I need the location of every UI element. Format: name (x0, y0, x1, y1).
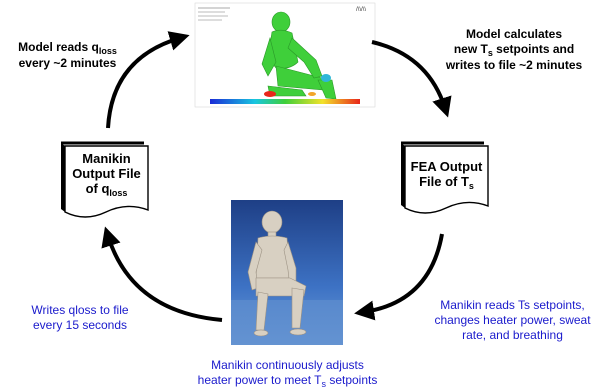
manikin-output-text: Manikin Output File of qloss (65, 151, 148, 198)
svg-text:/\\/\\: /\\/\\ (356, 7, 366, 13)
arrow-model-to-fea (371, 40, 452, 118)
fea-output-line1: FEA Output (410, 159, 483, 174)
manikin-output-line1: Manikin (82, 151, 131, 166)
label-manikin-reads-line3: rate, and breathing (462, 328, 563, 342)
label-model-calculates-line1: Model calculates (465, 27, 563, 41)
arrow-output-to-model (106, 31, 190, 129)
label-model-calculates: Model calculates new Ts setpoints and wr… (426, 27, 602, 73)
label-writes-qloss: Writes qloss to file every 15 seconds (0, 303, 160, 333)
label-writes-qloss-line2: every 15 seconds (32, 318, 128, 332)
label-manikin-adjusts-line2-end: setpoints (325, 373, 378, 387)
manikin-output-line2: Output File (72, 166, 141, 181)
manikin-photo (231, 200, 343, 345)
fea-output-document (401, 141, 489, 214)
label-model-calculates-line3: writes to file ~2 minutes (445, 58, 583, 72)
ts-subscript: s (487, 48, 493, 58)
ts-center-subscript: s (321, 379, 326, 389)
label-model-calculates-line2-end: setpoints and (492, 42, 575, 56)
label-model-reads-line1: Model reads q (18, 40, 99, 54)
fea-output-text: FEA Output File of Ts (405, 159, 488, 191)
fea-output-line2: File of T (419, 174, 469, 189)
label-manikin-adjusts-line1: Manikin continuously adjusts (211, 358, 364, 372)
qloss-doc-subscript: loss (109, 188, 128, 198)
manikin-output-document (61, 141, 149, 218)
label-model-calculates-line2: new T (453, 42, 488, 56)
manikin-output-line3: of q (85, 181, 110, 196)
qloss-subscript: loss (98, 46, 117, 56)
label-manikin-adjusts-line2: heater power to meet T (197, 373, 322, 387)
arrow-manikin-to-output (101, 226, 223, 322)
cycle-arrows (101, 31, 452, 322)
label-manikin-reads-line1: Manikin reads Ts setpoints, (440, 298, 585, 312)
label-manikin-adjusts: Manikin continuously adjusts heater powe… (175, 358, 400, 389)
arrow-fea-to-manikin (354, 233, 444, 321)
label-manikin-reads-line2: changes heater power, sweat (434, 313, 591, 327)
fea-model-image: /\\/\\ (194, 2, 376, 108)
label-writes-qloss-line1: Writes qloss to file (31, 303, 129, 317)
label-manikin-reads: Manikin reads Ts setpoints, changes heat… (420, 298, 605, 343)
label-model-reads: Model reads qloss every ~2 minutes (0, 40, 135, 71)
ts-doc-subscript: s (468, 181, 474, 191)
label-model-reads-line2: every ~2 minutes (18, 56, 117, 70)
